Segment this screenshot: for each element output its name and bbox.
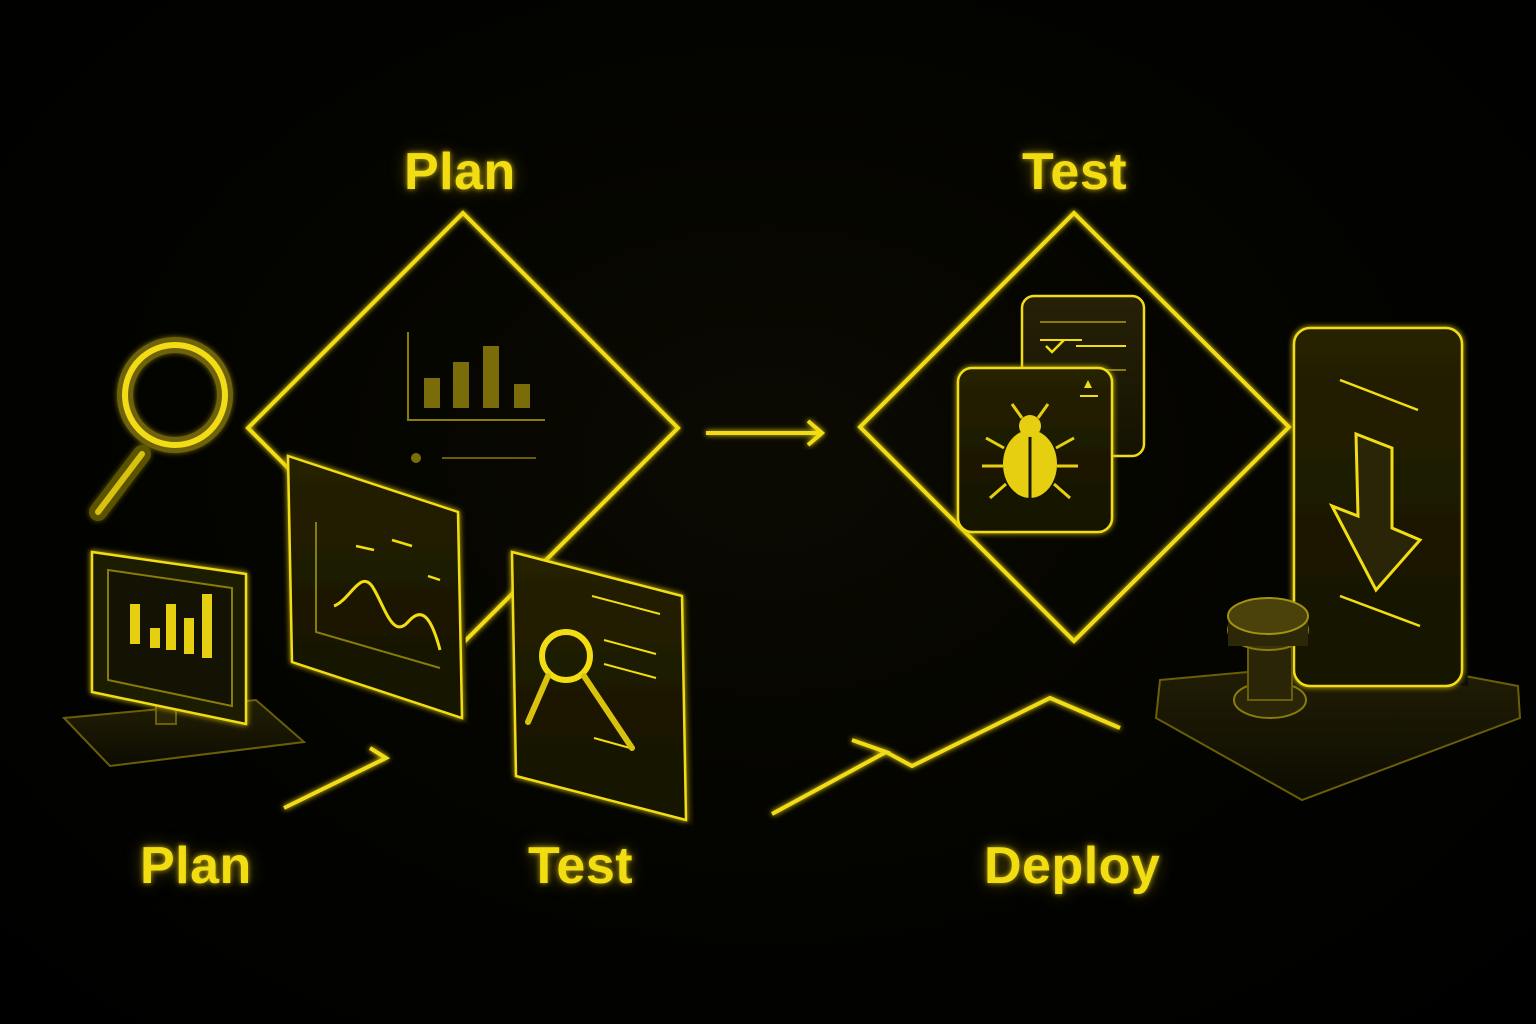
- download-panel-icon: [1154, 326, 1522, 802]
- plan-bar-chart-icon: [407, 332, 545, 463]
- monitor-bar-chart-icon: [61, 550, 307, 768]
- label-deploy: Deploy: [984, 837, 1161, 895]
- label-test-top: Test: [1022, 143, 1128, 201]
- test-diamond: [857, 210, 1292, 644]
- connector-deploy-rise: [885, 695, 1121, 769]
- magnifier-icon: [89, 337, 233, 521]
- flow-arrow-right: [706, 419, 826, 447]
- connector-lines: [283, 695, 1121, 816]
- line-chart-card-icon: [286, 454, 468, 724]
- label-plan-bottom: Plan: [140, 837, 252, 895]
- connector-plan-test: [283, 746, 391, 810]
- label-test-bottom: Test: [528, 837, 634, 895]
- label-plan-top: Plan: [404, 143, 516, 201]
- search-document-icon: [510, 550, 694, 826]
- connector-test-deploy: [771, 738, 891, 816]
- power-knob-icon: [1227, 597, 1309, 719]
- bug-card-icon: [956, 366, 1114, 534]
